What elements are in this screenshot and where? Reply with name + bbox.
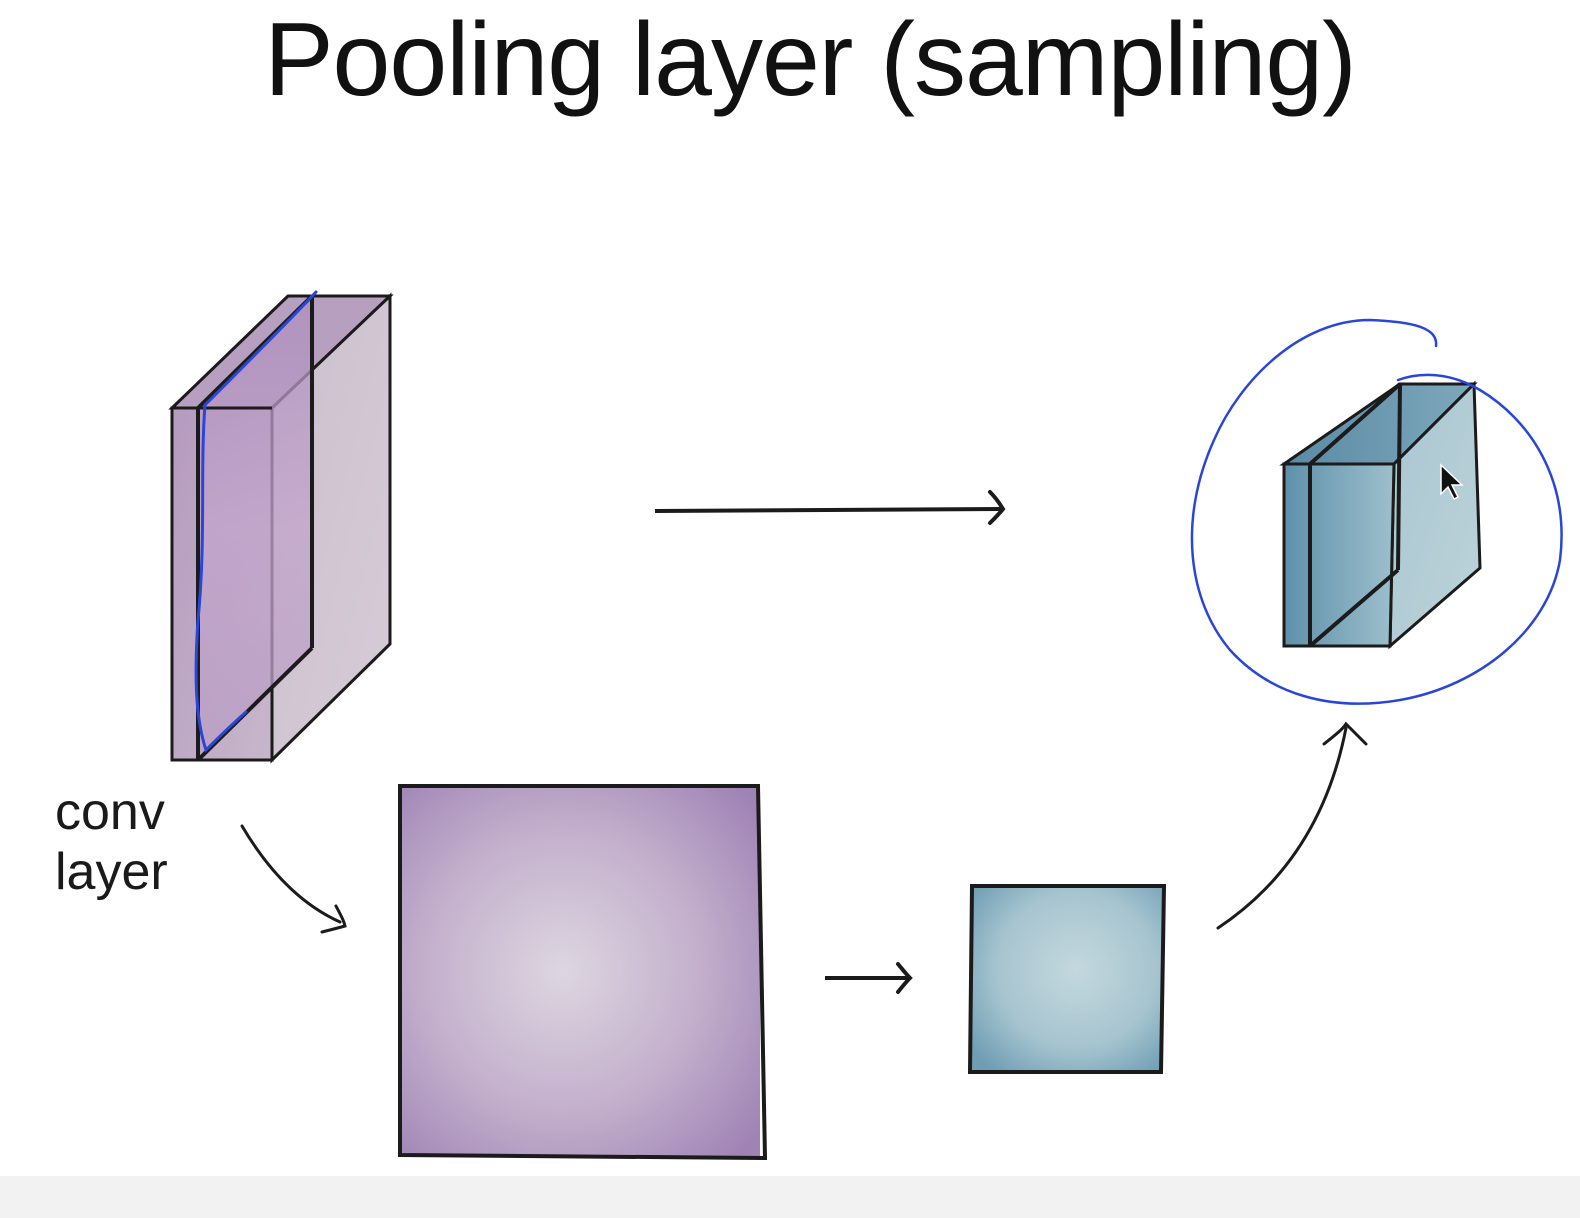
pooled-volume [1279,380,1482,650]
circle-annotation [1190,318,1563,705]
curved-arrow-up [1216,721,1368,930]
middle-arrow [825,962,913,994]
pooled-map-square [967,884,1167,1074]
cursor-arrow-icon [1440,463,1464,501]
conv-volume [168,290,394,764]
top-arrow [654,490,1006,525]
slice-highlight-annotation [194,290,318,753]
curved-arrow-down [240,824,347,934]
conv-layer-label: conv layer [55,782,168,902]
slide-title: Pooling layer (sampling) [264,2,1357,118]
conv-label-line2: layer [55,843,168,901]
bottom-bar [0,1176,1580,1218]
feature-map-square [398,784,768,1161]
conv-label-line1: conv [55,783,165,841]
